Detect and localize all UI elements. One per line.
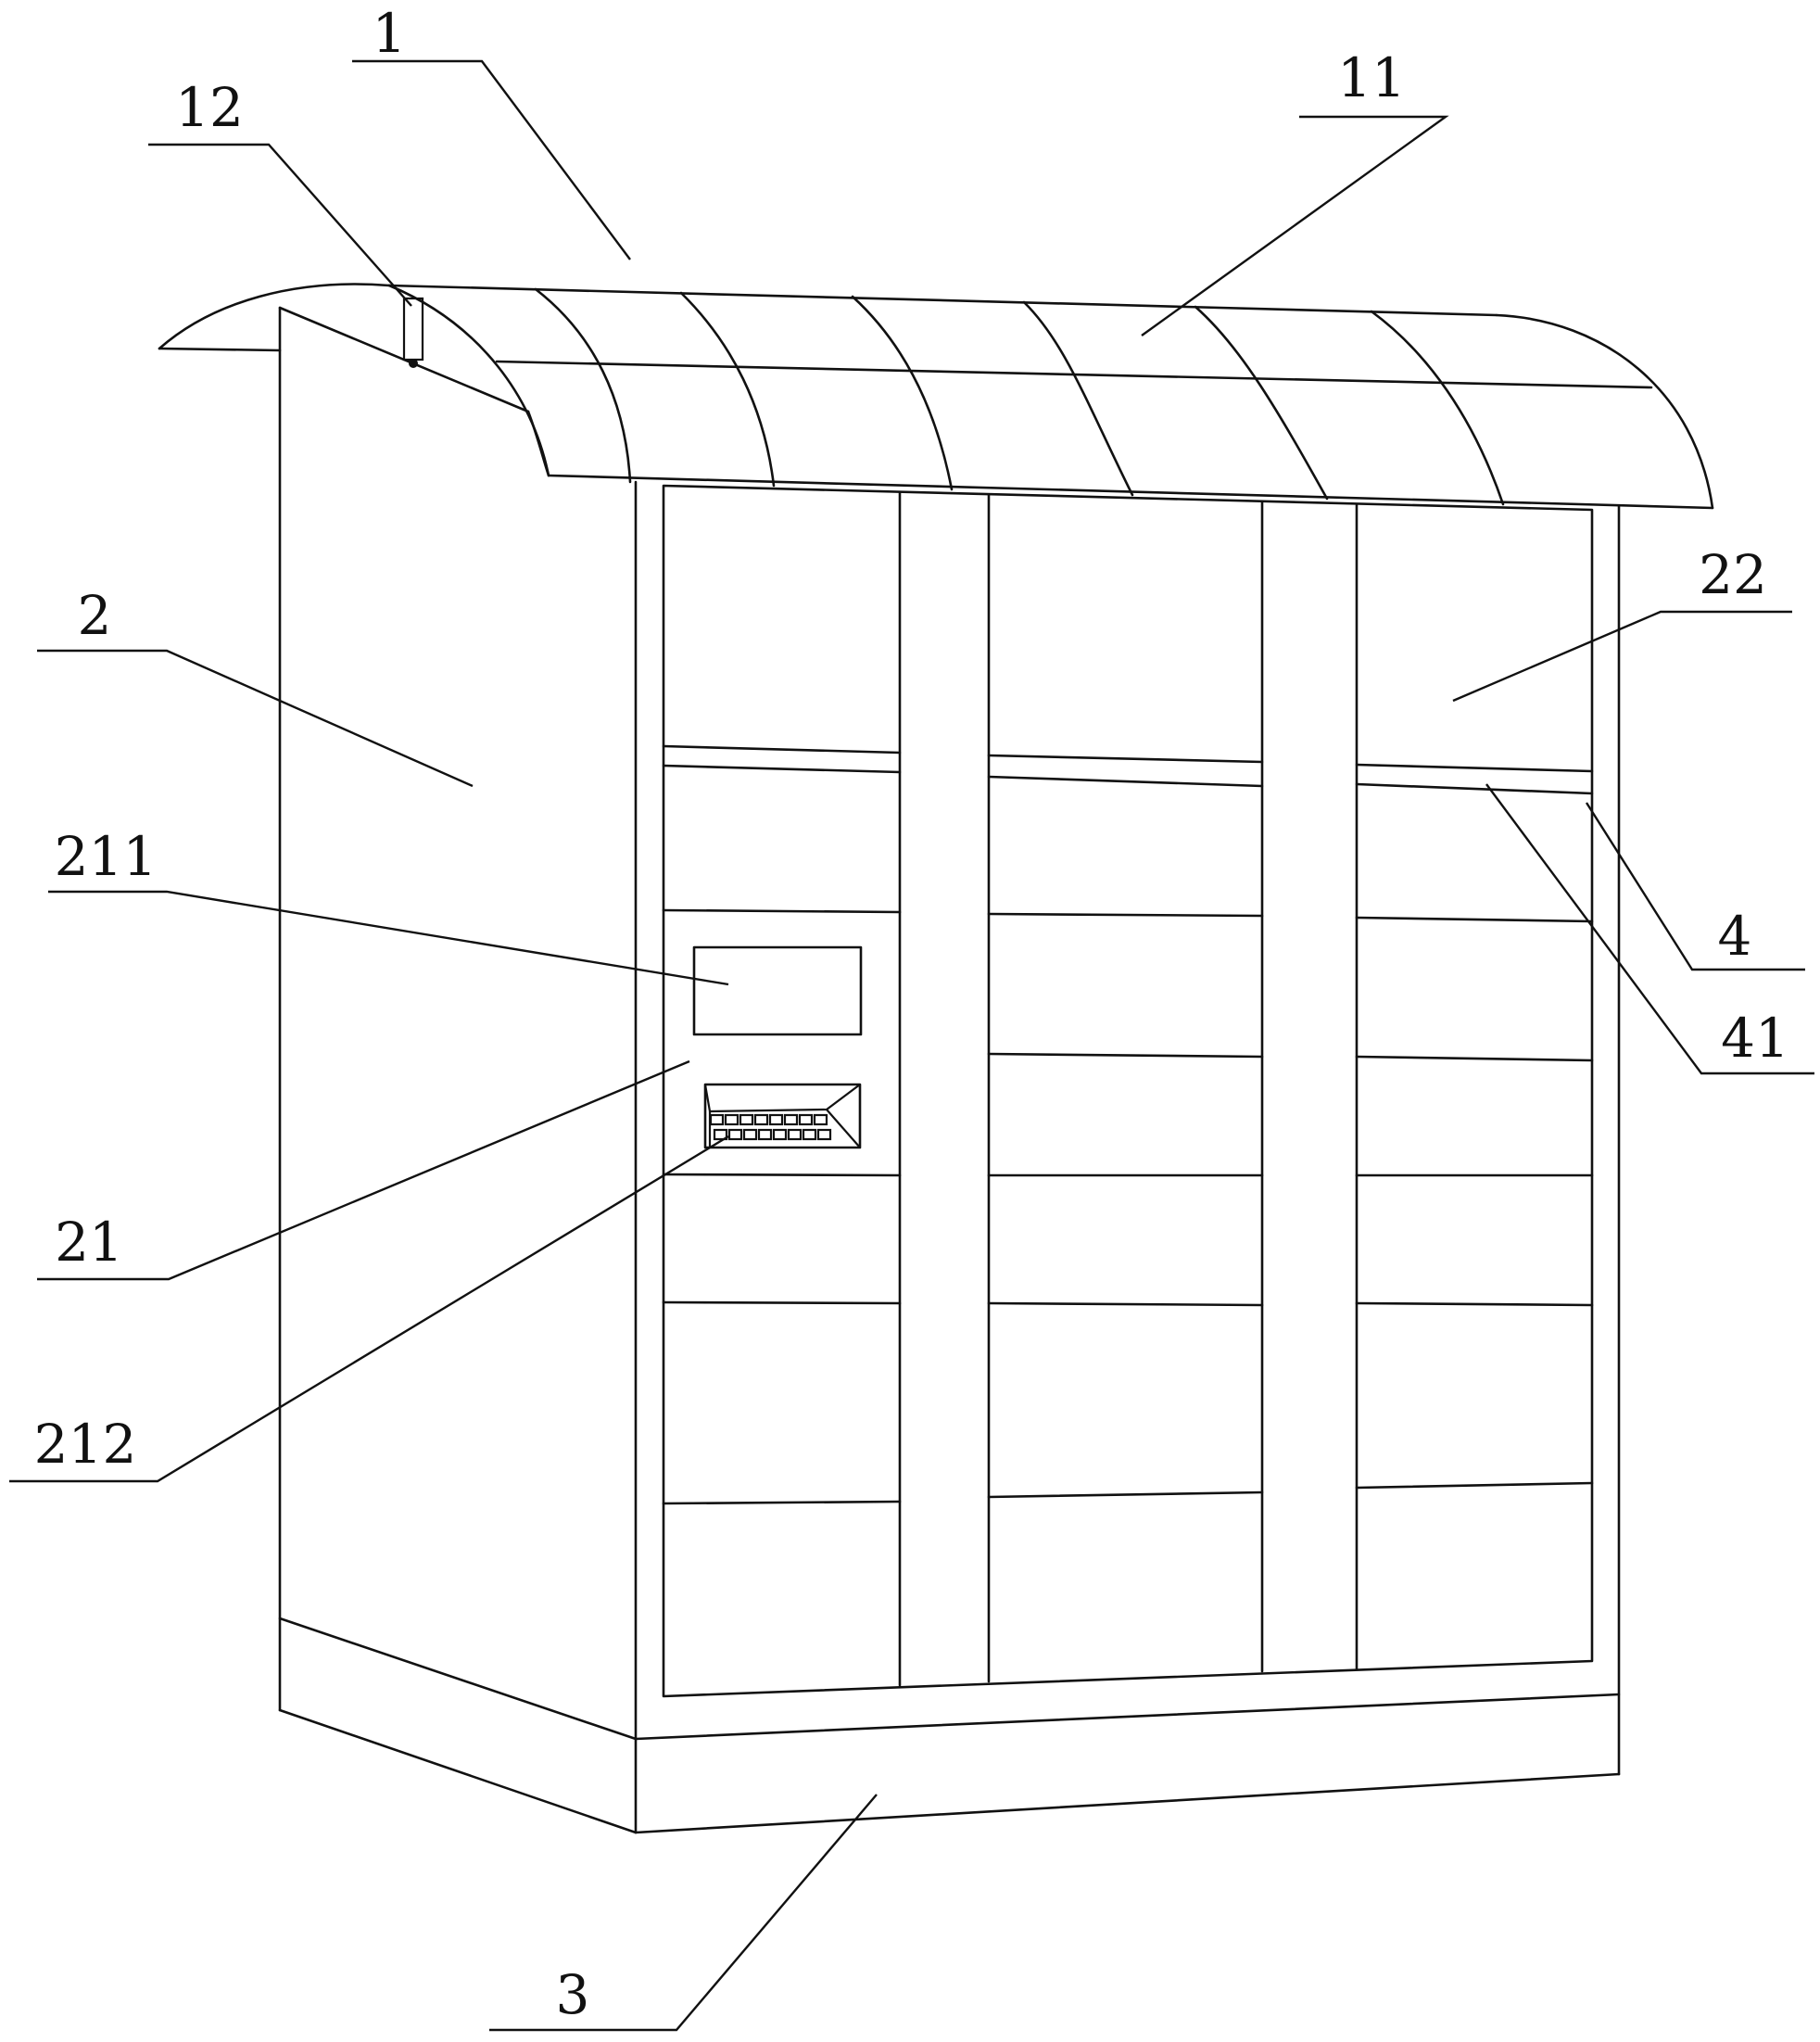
label-cabinet-body: 2: [78, 584, 112, 647]
label-roof: 1: [373, 2, 407, 65]
keypad: [705, 1084, 860, 1148]
roof-canopy: [159, 285, 1713, 508]
cabinet-body: [280, 308, 1619, 1833]
label-rail: 4: [1718, 905, 1752, 968]
reference-labels: 1 12 11 2 22 211 4 41 21 212 3: [34, 2, 1789, 2026]
label-rail-strip: 41: [1721, 1007, 1789, 1070]
label-display-screen: 211: [55, 825, 158, 888]
label-keypad: 212: [34, 1413, 137, 1476]
label-locker-doors: 22: [1699, 543, 1767, 606]
label-lamp: 12: [175, 76, 244, 139]
keypad-keys: [711, 1115, 830, 1139]
label-base: 3: [556, 1963, 590, 2026]
locker-door-panel: [664, 486, 1592, 1696]
display-screen: [694, 947, 861, 1034]
label-roof-panel: 11: [1337, 46, 1406, 109]
label-control-panel: 21: [55, 1211, 123, 1274]
